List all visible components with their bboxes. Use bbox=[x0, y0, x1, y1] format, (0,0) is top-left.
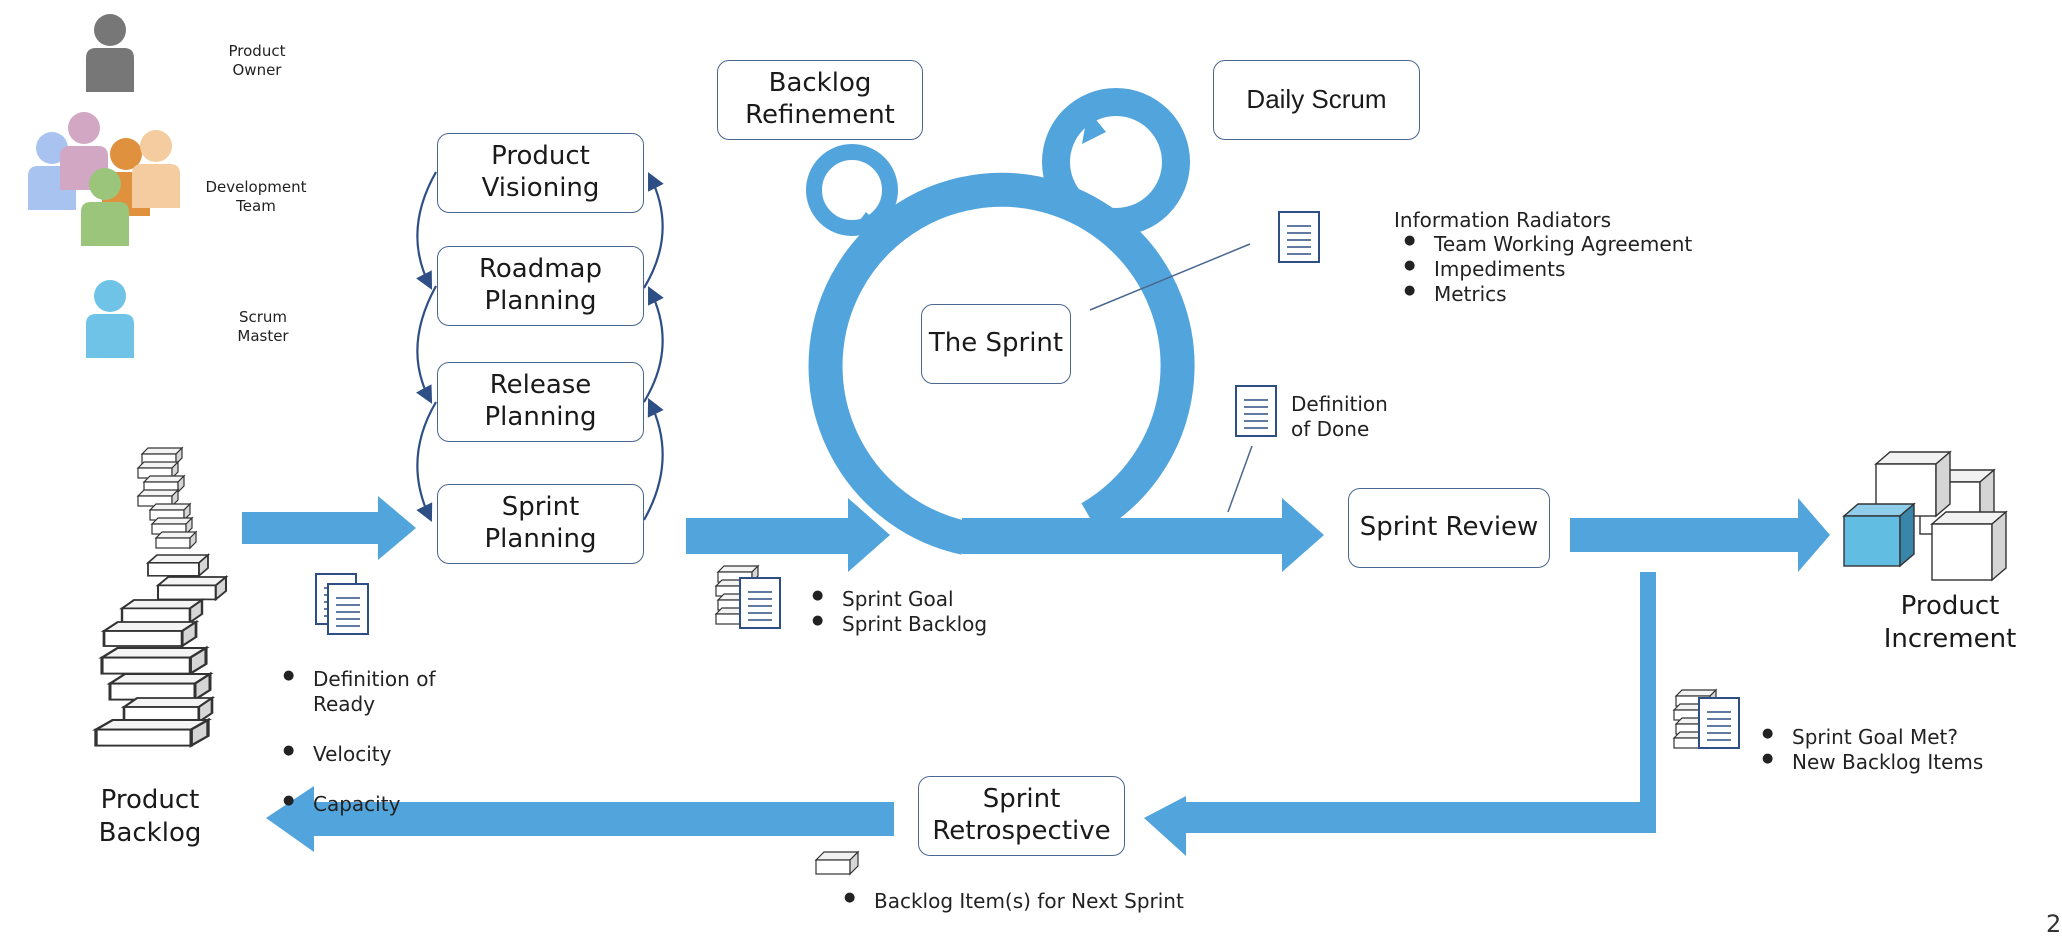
development-team-icon bbox=[28, 112, 180, 246]
sprint-backlog-document-stack-icon bbox=[715, 565, 781, 629]
page-number: 2 bbox=[2046, 910, 2062, 938]
backlog-refinement-loop bbox=[806, 144, 898, 236]
backlog-to-planning-arrow bbox=[242, 496, 416, 560]
scrum-master-label: Scrum Master bbox=[237, 308, 289, 345]
sprint-retrospective-box: Sprint Retrospective bbox=[918, 776, 1125, 856]
list-item: Backlog Item(s) for Next Sprint bbox=[842, 889, 1184, 914]
list-item: Metrics bbox=[1402, 282, 1692, 307]
retrospective-outputs-list: Backlog Item(s) for Next Sprint bbox=[842, 889, 1184, 914]
list-item: Velocity bbox=[281, 742, 435, 767]
review-outputs-list: Sprint Goal Met? New Backlog Items bbox=[1760, 725, 1983, 775]
product-visioning-box: Product Visioning bbox=[437, 133, 644, 213]
information-radiators-document-icon bbox=[1278, 211, 1320, 263]
product-owner-label: Product Owner bbox=[228, 42, 286, 79]
planning-inputs-list: Definition of Ready Velocity Capacity bbox=[281, 642, 435, 842]
planning-loop-arrows bbox=[415, 171, 664, 522]
product-backlog-stack-icon bbox=[94, 447, 228, 748]
definition-of-done-document-icon bbox=[1235, 385, 1277, 437]
backlog-refinement-box: Backlog Refinement bbox=[717, 60, 923, 140]
list-item: Sprint Goal Met? bbox=[1760, 725, 1983, 750]
product-increment-cubes-icon bbox=[1842, 450, 2008, 582]
the-sprint-box: The Sprint bbox=[921, 304, 1071, 384]
sprint-cycle-circle bbox=[808, 172, 1195, 555]
information-radiators-list: Team Working Agreement Impediments Metri… bbox=[1402, 232, 1692, 307]
product-increment-label: Product Increment bbox=[1883, 591, 2017, 654]
scrum-master-icon bbox=[86, 280, 134, 358]
list-item: Sprint Backlog bbox=[810, 612, 987, 637]
definition-of-done-label: Definition of Done bbox=[1291, 392, 1388, 441]
release-planning-box: Release Planning bbox=[437, 362, 644, 442]
review-outputs-document-stack-icon bbox=[1673, 689, 1740, 749]
product-backlog-label: Product Backlog bbox=[98, 785, 202, 848]
daily-scrum-box: Daily Scrum bbox=[1213, 60, 1420, 140]
review-to-increment-arrow bbox=[1570, 498, 1830, 572]
sprint-review-box: Sprint Review bbox=[1348, 488, 1550, 568]
development-team-label: Development Team bbox=[205, 178, 307, 215]
list-item: Impediments bbox=[1402, 257, 1692, 282]
review-to-retrospective-arrow bbox=[1144, 572, 1656, 856]
roadmap-planning-box: Roadmap Planning bbox=[437, 246, 644, 326]
sprint-planning-box: Sprint Planning bbox=[437, 484, 644, 564]
list-item: Team Working Agreement bbox=[1402, 232, 1692, 257]
planning-inputs-document-icon bbox=[315, 573, 369, 635]
list-item: Capacity bbox=[281, 792, 435, 817]
information-radiators-title: Information Radiators bbox=[1394, 208, 1612, 232]
product-owner-icon bbox=[86, 14, 134, 92]
list-item: New Backlog Items bbox=[1760, 750, 1983, 775]
list-item: Definition of Ready bbox=[281, 667, 435, 717]
list-item: Sprint Goal bbox=[810, 587, 987, 612]
retrospective-output-box-icon bbox=[814, 850, 860, 876]
daily-scrum-loop bbox=[1042, 88, 1190, 236]
planning-to-sprint-arrow bbox=[686, 498, 890, 572]
sprint-to-review-arrow bbox=[962, 498, 1324, 572]
sprint-planning-outputs-list: Sprint Goal Sprint Backlog bbox=[810, 587, 987, 637]
